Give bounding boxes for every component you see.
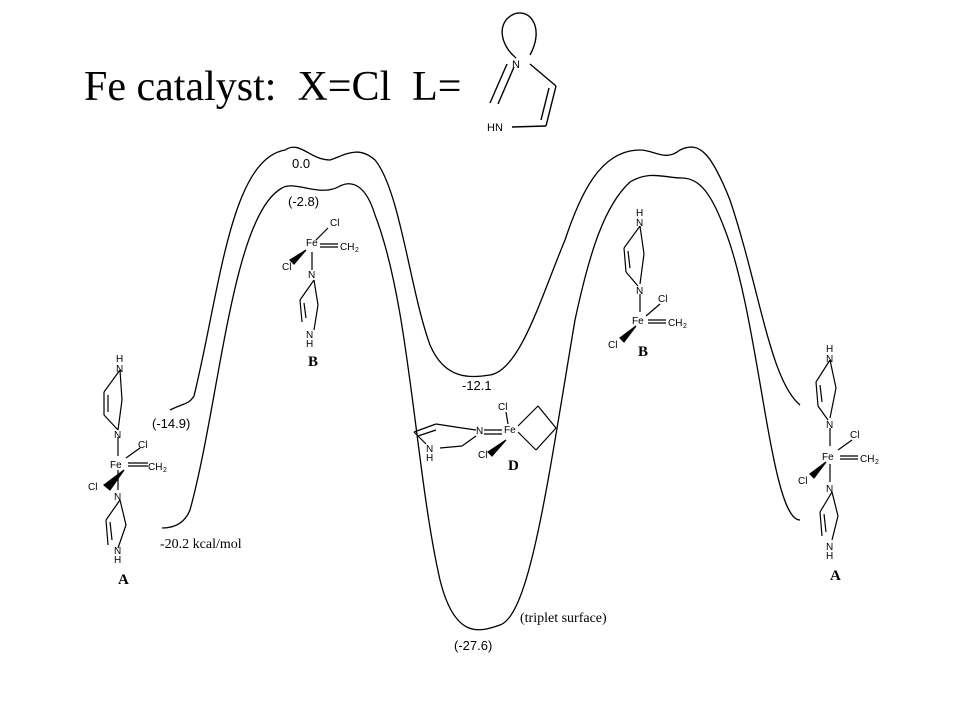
- atom-label: H: [116, 354, 123, 365]
- atom-label: Fe: [110, 460, 122, 471]
- atom-label: N: [426, 444, 433, 455]
- energy-label-0-0: 0.0: [292, 156, 310, 171]
- energy-label-minus-20-2: -20.2 kcal/mol: [160, 537, 242, 552]
- atom-label: N: [826, 420, 833, 431]
- atom-label: Cl: [478, 450, 487, 461]
- energy-curves: [161, 146, 801, 631]
- atom-subscript: 2: [355, 247, 359, 254]
- atom-label: CH: [668, 318, 682, 329]
- atom-label: Cl: [138, 440, 147, 451]
- atom-label: Cl: [798, 476, 807, 487]
- structure-label-a-right: A: [830, 568, 841, 584]
- atom-label: N: [114, 430, 121, 441]
- atom-label: Fe: [822, 452, 834, 463]
- ligand-n-label: N: [512, 59, 520, 71]
- atom-label: H: [826, 344, 833, 355]
- atom-label: H: [306, 339, 313, 350]
- figure-title: Fe catalyst: X=Cl L=: [84, 64, 462, 110]
- structure-a-right-bonds: [809, 359, 858, 541]
- structure-d-bonds: [413, 405, 557, 457]
- atom-label: Cl: [282, 262, 291, 273]
- energy-label-minus-12-1: -12.1: [462, 378, 492, 393]
- atom-label: CH: [860, 454, 874, 465]
- ligand-imidazole-structure: [489, 12, 557, 128]
- atom-label: N: [476, 426, 483, 437]
- atom-label: N: [306, 330, 313, 341]
- atom-label: H: [636, 208, 643, 219]
- atom-label: Fe: [306, 238, 318, 249]
- atom-label: N: [826, 542, 833, 553]
- structure-a-right: H N N Cl Fe CH 2 Cl N N H A: [798, 344, 879, 584]
- structure-label-a-left: A: [118, 572, 129, 588]
- atom-label: Cl: [850, 430, 859, 441]
- structure-d: Cl Fe N N H Cl D: [413, 402, 557, 474]
- atom-label: Cl: [608, 340, 617, 351]
- atom-subscript: 2: [875, 459, 879, 466]
- structure-a-left: H N N Fe Cl CH 2 Cl N N H A: [88, 354, 167, 588]
- singlet-upper-curve: [169, 146, 801, 411]
- atom-label: Cl: [658, 294, 667, 305]
- ligand-hn-label: HN: [487, 122, 503, 134]
- atom-label: Cl: [330, 218, 339, 229]
- atom-label: N: [826, 484, 833, 495]
- atom-subscript: 2: [163, 467, 167, 474]
- structure-b-left-bonds: [289, 227, 338, 331]
- atom-label: N: [636, 286, 643, 297]
- singlet-lower-curve: [161, 174, 801, 631]
- atom-label: N: [308, 270, 315, 281]
- atom-label: N: [826, 354, 833, 365]
- triplet-surface-annotation: (triplet surface): [520, 611, 607, 626]
- atom-label: Fe: [632, 316, 644, 327]
- energy-label-minus-14-9: (-14.9): [152, 416, 190, 431]
- atom-label: H: [114, 555, 121, 566]
- atom-label: N: [636, 218, 643, 229]
- structure-b-left: Cl Fe CH 2 Cl N N H B: [282, 218, 359, 370]
- atom-label: Fe: [504, 425, 516, 436]
- structure-a-left-bonds: [103, 369, 148, 549]
- structure-label-b-right: B: [638, 344, 648, 360]
- atom-label: CH: [340, 242, 354, 253]
- atom-label: N: [116, 364, 123, 375]
- structure-b-right-bonds: [619, 225, 666, 343]
- structure-label-b-left: B: [308, 354, 318, 370]
- atom-label: N: [114, 492, 121, 503]
- atom-label: H: [426, 453, 433, 464]
- atom-label: Cl: [498, 402, 507, 413]
- energy-label-minus-2-8: (-2.8): [288, 194, 319, 209]
- structure-b-right: H N N Cl Fe CH 2 Cl B: [608, 208, 687, 360]
- atom-label: H: [826, 551, 833, 562]
- atom-label: CH: [148, 462, 162, 473]
- atom-label: N: [114, 546, 121, 557]
- energy-label-minus-27-6: (-27.6): [454, 638, 492, 653]
- atom-subscript: 2: [683, 323, 687, 330]
- atom-label: Cl: [88, 482, 97, 493]
- structure-label-d: D: [508, 458, 519, 474]
- ligand-lone-pair-loop: [501, 12, 537, 59]
